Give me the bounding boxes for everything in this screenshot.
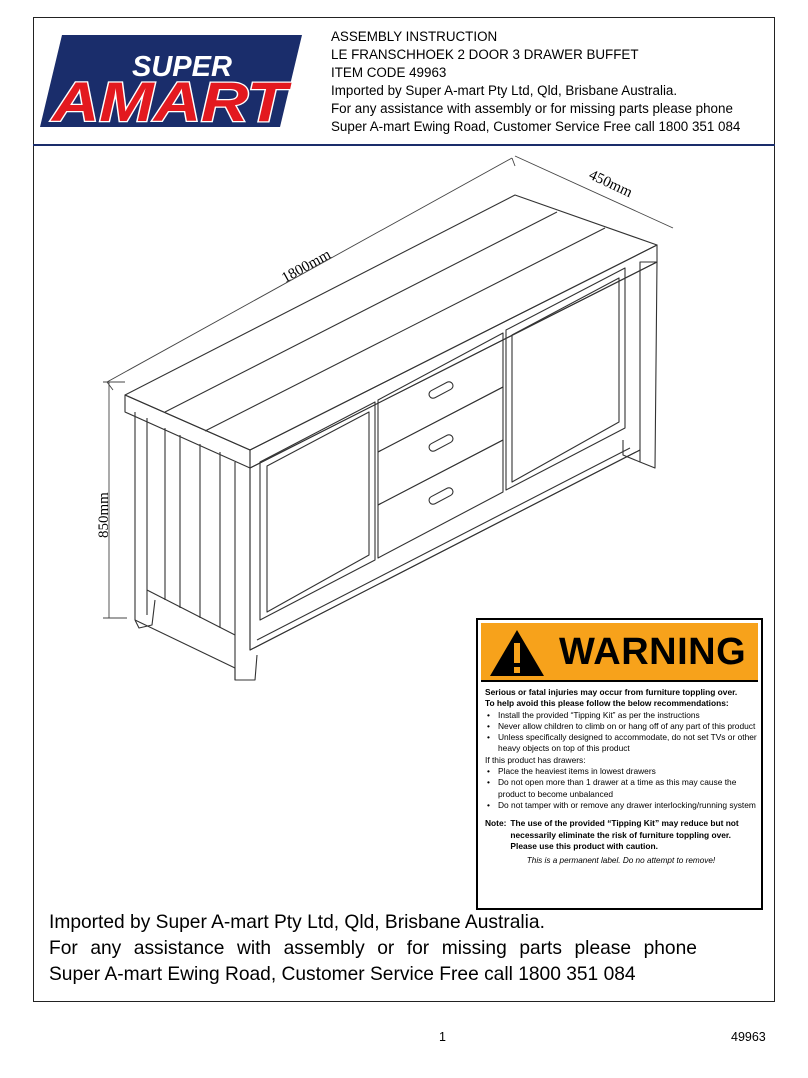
warning-header: WARNING bbox=[481, 623, 758, 682]
depth-dimension: 450mm bbox=[586, 167, 635, 201]
list-item: Never allow children to climb on or hang… bbox=[485, 721, 757, 733]
footer-word: assistance bbox=[133, 938, 225, 959]
buffet-top bbox=[124, 194, 658, 469]
warning-title: WARNING bbox=[559, 631, 747, 673]
doc-type: ASSEMBLY INSTRUCTION bbox=[331, 29, 498, 44]
assistance-line: For any assistance with assembly or for … bbox=[331, 101, 733, 116]
left-door bbox=[259, 401, 376, 621]
warning-label: WARNING Serious or fatal injuries may oc… bbox=[476, 618, 763, 910]
page-item-code: 49963 bbox=[731, 1030, 766, 1044]
warning-intro-1: Serious or fatal injuries may occur from… bbox=[485, 687, 738, 697]
header-divider bbox=[33, 144, 775, 146]
dimension-lines bbox=[103, 155, 674, 619]
customer-service: Super A-mart Ewing Road, Customer Servic… bbox=[331, 119, 741, 134]
footer-word: phone bbox=[643, 938, 697, 959]
footer-info: Imported by Super A-mart Pty Ltd, Qld, B… bbox=[49, 910, 697, 988]
note-text: The use of the provided “Tipping Kit” ma… bbox=[510, 818, 739, 851]
header-info: ASSEMBLY INSTRUCTION LE FRANSCHHOEK 2 DO… bbox=[331, 28, 771, 136]
footer-word: assembly bbox=[283, 938, 365, 959]
footer-importer: Imported by Super A-mart Pty Ltd, Qld, B… bbox=[49, 912, 545, 933]
drawer-warning-list: Place the heaviest items in lowest drawe… bbox=[485, 766, 757, 811]
drawer-handle-1 bbox=[428, 381, 454, 399]
importer: Imported by Super A-mart Pty Ltd, Qld, B… bbox=[331, 83, 678, 98]
drawer-stack bbox=[377, 332, 504, 559]
product-name: LE FRANSCHHOEK 2 DOOR 3 DRAWER BUFFET bbox=[331, 47, 639, 62]
item-code: ITEM CODE 49963 bbox=[331, 65, 447, 80]
drawer-handle-3 bbox=[428, 487, 454, 505]
logo-amart-text: AMART bbox=[50, 70, 293, 129]
warning-body: Serious or fatal injuries may occur from… bbox=[485, 687, 757, 866]
footer-word: any bbox=[90, 938, 122, 959]
footer-word: missing bbox=[441, 938, 507, 959]
list-item: Place the heaviest items in lowest drawe… bbox=[485, 766, 757, 778]
buffet-drawing: 1800mm 450mm 850mm bbox=[96, 155, 674, 681]
footer-word: with bbox=[236, 938, 272, 959]
footer-word: for bbox=[406, 938, 430, 959]
list-item: Install the provided “Tipping Kit” as pe… bbox=[485, 710, 757, 722]
permanent-label-notice: This is a permanent label. Do no attempt… bbox=[526, 856, 716, 866]
footer-word: or bbox=[377, 938, 395, 959]
right-door bbox=[505, 267, 626, 491]
footer-word: please bbox=[574, 938, 632, 959]
super-amart-logo: SUPER AMART bbox=[40, 35, 302, 129]
logo-background bbox=[40, 35, 302, 127]
footer-word: For bbox=[49, 938, 78, 959]
logo-super-text: SUPER bbox=[132, 51, 232, 83]
page-border bbox=[33, 17, 775, 1002]
buffet-body bbox=[134, 261, 658, 681]
list-item: Unless specifically designed to accommod… bbox=[485, 732, 757, 755]
warning-intro-2: To help avoid this please follow the bel… bbox=[485, 698, 729, 709]
height-dimension: 850mm bbox=[96, 492, 112, 538]
warning-note: Note: The use of the provided “Tipping K… bbox=[485, 818, 757, 852]
warning-list: Install the provided “Tipping Kit” as pe… bbox=[485, 710, 757, 755]
footer-word: parts bbox=[519, 938, 562, 959]
list-item: Do not tamper with or remove any drawer … bbox=[485, 800, 757, 812]
drawer-handle-2 bbox=[428, 434, 454, 452]
drawers-heading: If this product has drawers: bbox=[485, 754, 586, 765]
list-item: Do not open more than 1 drawer at a time… bbox=[485, 777, 757, 800]
length-dimension: 1800mm bbox=[279, 246, 334, 286]
page-number: 1 bbox=[439, 1030, 446, 1044]
note-label: Note: bbox=[485, 818, 507, 829]
warning-triangle-icon bbox=[490, 630, 544, 676]
footer-customer-service: Super A-mart Ewing Road, Customer Servic… bbox=[49, 964, 636, 985]
